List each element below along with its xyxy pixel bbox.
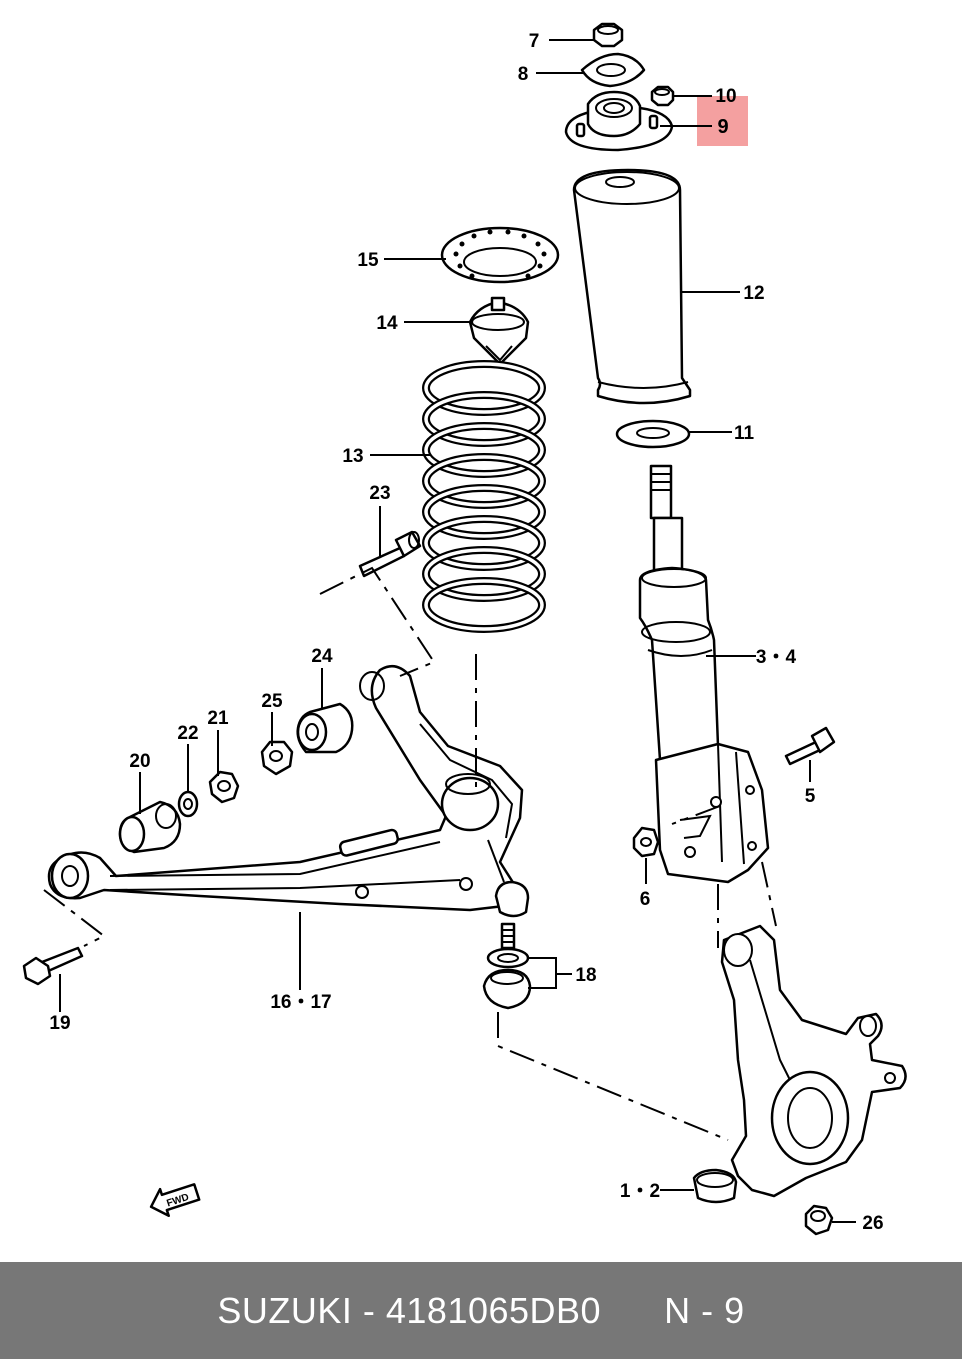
part-24-bushing <box>296 702 354 754</box>
part-15-spring-seat <box>440 226 560 284</box>
part-26-nut <box>804 1204 834 1236</box>
callout-20: 20 <box>129 751 150 772</box>
suspension-exploded-diagram: FWD 7 8 <box>22 22 907 1236</box>
spring-coil-highlight <box>424 486 544 538</box>
callout-23: 23 <box>369 483 390 504</box>
part-7-nut <box>592 22 624 48</box>
callout-16-17: 16・17 <box>270 992 331 1013</box>
callout-9: 9 <box>717 116 728 138</box>
callout-14: 14 <box>376 313 398 334</box>
footer-brand: SUZUKI <box>217 1289 353 1331</box>
callout-21: 21 <box>207 708 229 729</box>
callout-13: 13 <box>342 446 363 467</box>
callout-7: 7 <box>529 31 540 52</box>
spring-coil-highlight <box>424 517 544 569</box>
part-19-bolt <box>22 946 84 986</box>
callout-19: 19 <box>49 1013 70 1034</box>
callout-1-2: 1・2 <box>620 1181 660 1202</box>
callout-12: 12 <box>743 283 764 304</box>
part-21-nut <box>208 770 240 804</box>
part-6-nut <box>632 826 660 858</box>
part-14-bump-stop <box>468 296 530 366</box>
part-20-bushing <box>118 800 182 854</box>
part-22-washer <box>177 790 199 818</box>
part-18-ball-joint <box>482 922 532 1010</box>
spring-coil-highlight <box>424 393 544 445</box>
spring-coil-highlight <box>424 579 544 631</box>
part-5-bolt <box>784 726 836 766</box>
footer-text: SUZUKI - 4181065DB0 N - 9 <box>217 1290 744 1332</box>
footer-reference: N - 9 <box>664 1289 745 1331</box>
part-11-washer <box>615 419 691 449</box>
callout-11: 11 <box>734 423 755 444</box>
part-10-nut <box>650 85 675 107</box>
part-9-strut-mount <box>564 90 674 152</box>
leader-lines <box>59 39 856 1223</box>
part-12-dust-boot <box>572 168 692 405</box>
part-8-washer <box>580 52 646 88</box>
footer-separator: - <box>352 1289 386 1331</box>
part-1-2-knuckle <box>692 924 907 1204</box>
callout-8: 8 <box>518 64 529 85</box>
callout-5: 5 <box>805 786 816 807</box>
callout-18: 18 <box>575 965 596 986</box>
spring-coil-highlight <box>424 362 544 414</box>
callout-labels: 7 8 10 9 15 12 14 11 13 23 3・4 24 25 21 … <box>49 31 883 1234</box>
callout-15: 15 <box>357 250 379 271</box>
callout-24: 24 <box>311 646 333 667</box>
part-3-4-shock-absorber <box>638 464 770 884</box>
spring-coil-highlight <box>424 424 544 476</box>
callout-3-4: 3・4 <box>756 647 797 668</box>
highlight-box-part-9 <box>697 96 748 146</box>
callout-6: 6 <box>640 889 651 910</box>
part-number-footer: SUZUKI - 4181065DB0 N - 9 <box>0 1262 962 1359</box>
callout-25: 25 <box>261 691 283 712</box>
fwd-arrow-icon: FWD <box>149 1183 201 1218</box>
footer-gap <box>601 1290 664 1331</box>
callout-22: 22 <box>177 723 198 744</box>
assembly-lines <box>43 566 777 1141</box>
footer-part-number: 4181065DB0 <box>385 1289 602 1331</box>
part-16-17-control-arm <box>47 664 530 918</box>
part-25-nut <box>260 740 294 776</box>
spring-coil-highlight <box>424 455 544 507</box>
part-13-coil-spring <box>422 360 546 633</box>
callout-26: 26 <box>862 1213 883 1234</box>
callout-10: 10 <box>715 86 736 107</box>
spring-coil-highlight <box>424 548 544 600</box>
